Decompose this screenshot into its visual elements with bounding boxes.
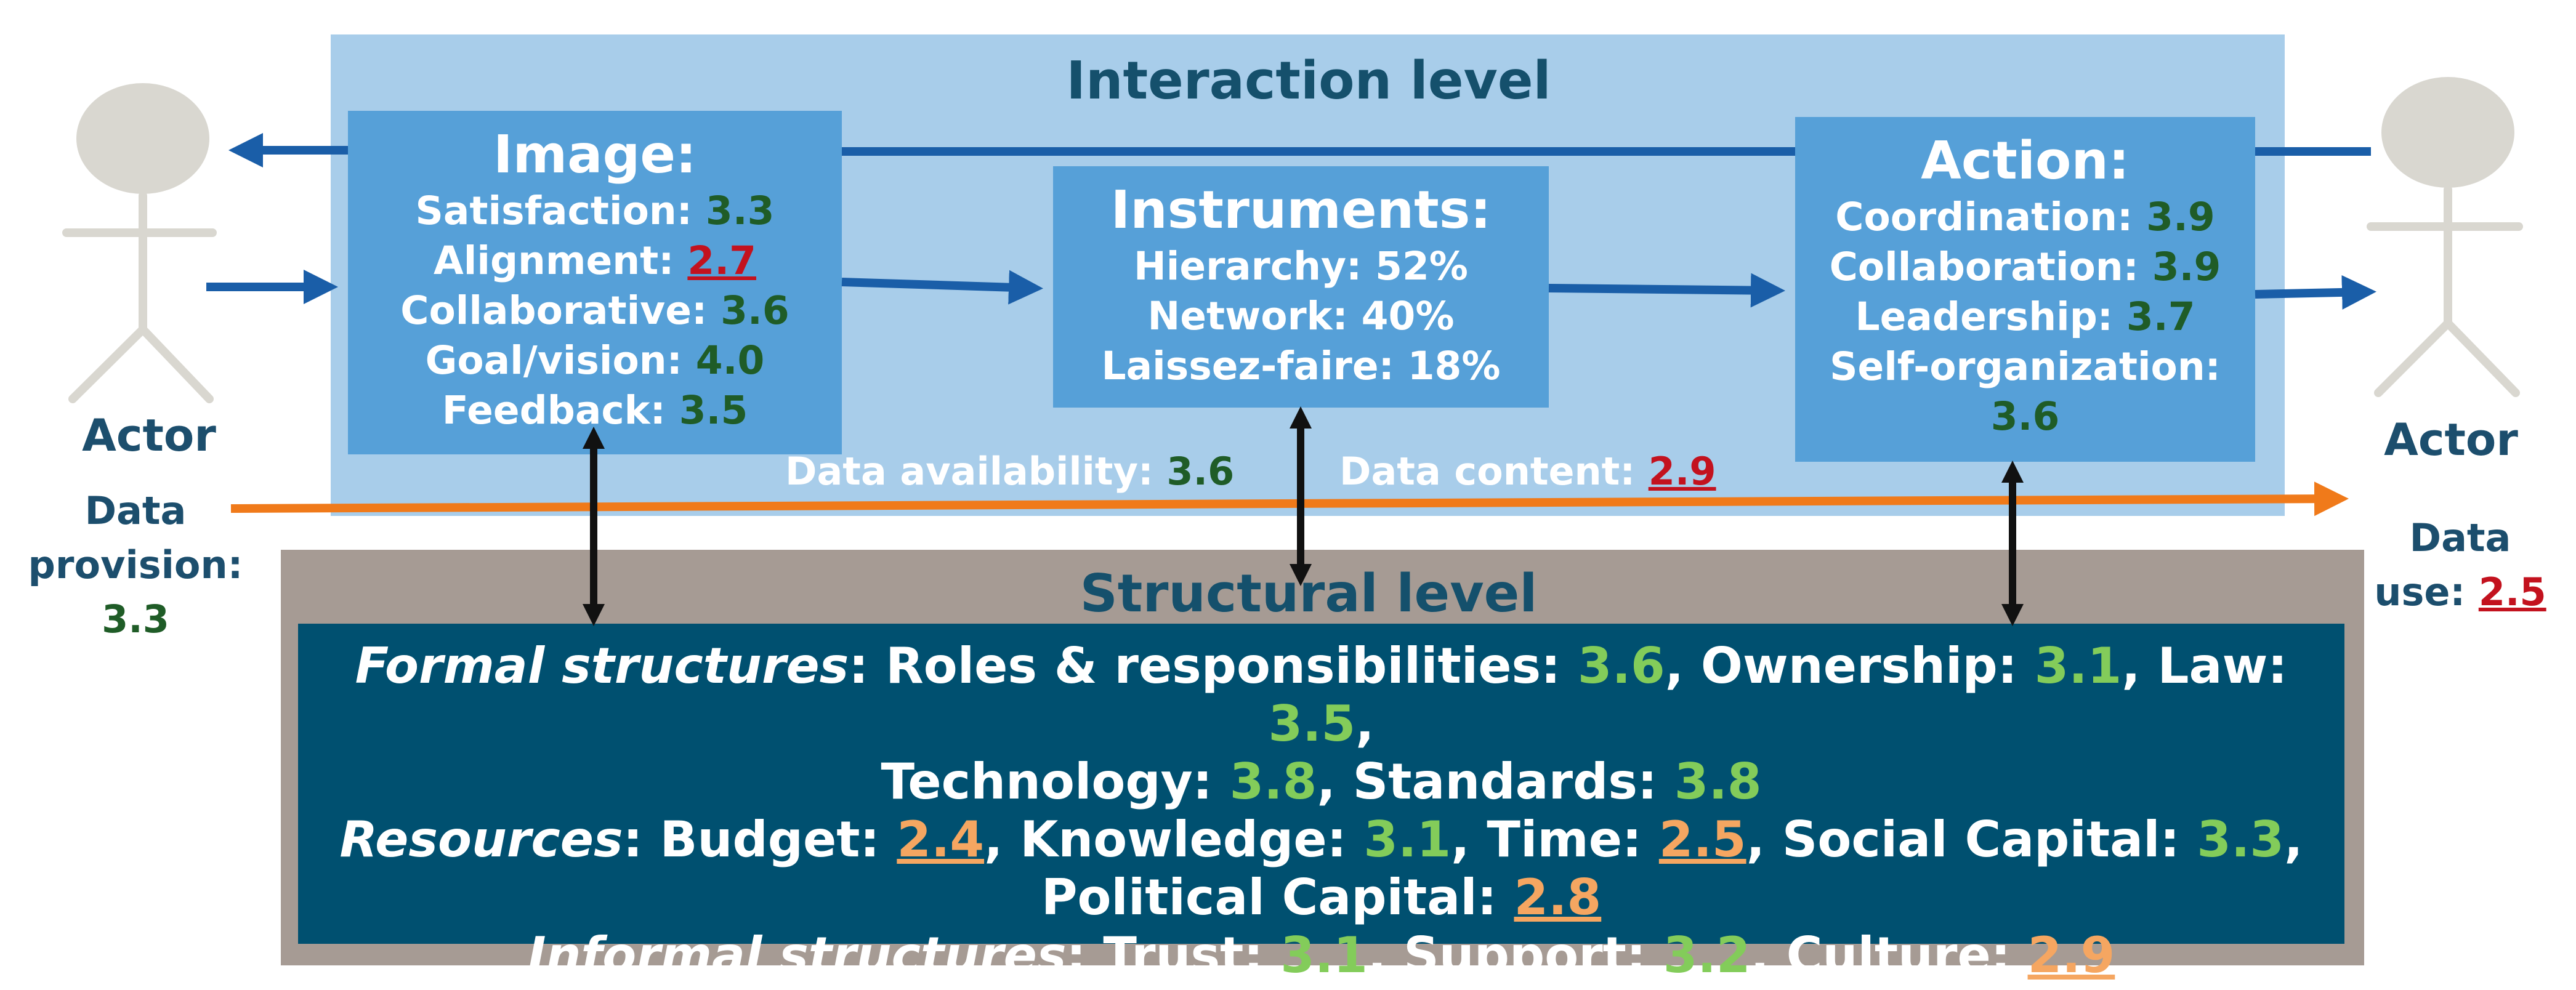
instruments-item-network: Network: 40% <box>1147 294 1455 339</box>
data-provision-label: Data provision: 3.3 <box>28 488 243 642</box>
action-item-self-organization: Self-organization: <box>1830 344 2221 389</box>
right-actor-label: Actor <box>2384 414 2518 465</box>
image-item-collaborative: Collaborative: 3.6 <box>400 288 789 333</box>
action-item-self-organization-value: 3.6 <box>1990 394 2060 439</box>
structural-content: Formal structures: Roles & responsibilit… <box>298 637 2344 984</box>
image-item-goal-vision: Goal/vision: 4.0 <box>425 338 765 383</box>
data-use-label: Data use: 2.5 <box>2374 515 2546 614</box>
action-item-leadership: Leadership: 3.7 <box>1855 294 2195 339</box>
resources-line-2: Political Capital: 2.8 <box>1041 869 1602 926</box>
arrow-image-to-instruments <box>841 270 1043 305</box>
formal-structures-line-1: Formal structures: Roles & responsibilit… <box>355 637 2288 752</box>
instruments-item-hierarchy: Hierarchy: 52% <box>1134 244 1468 289</box>
left-actor-label: Actor <box>82 409 216 461</box>
image-item-feedback: Feedback: 3.5 <box>442 388 748 433</box>
data-flow-arrow <box>230 481 2349 517</box>
image-item-alignment: Alignment: 2.7 <box>434 238 756 283</box>
arrow-instruments-to-action <box>1548 273 1785 308</box>
action-box: Action: Coordination: 3.9 Collaboration:… <box>1795 117 2255 462</box>
action-item-coordination: Coordination: 3.9 <box>1835 195 2215 239</box>
formal-structures-line-2: Technology: 3.8, Standards: 3.8 <box>881 753 1762 810</box>
interaction-level-title: Interaction level <box>1066 50 1551 111</box>
instruments-box: Instruments: Hierarchy: 52% Network: 40%… <box>1053 166 1549 408</box>
stick-figure-icon <box>2367 77 2523 397</box>
image-box: Image: Satisfaction: 3.3 Alignment: 2.7 … <box>348 111 842 454</box>
data-availability: Data availability: 3.6 <box>785 449 1235 494</box>
arrow-action-to-actor <box>2255 275 2376 310</box>
informal-structures-line: Informal structures: Trust: 3.1, Support… <box>527 927 2115 984</box>
image-item-satisfaction: Satisfaction: 3.3 <box>415 188 775 233</box>
stick-figure-icon <box>62 83 217 403</box>
resources-line-1: Resources: Budget: 2.4, Knowledge: 3.1, … <box>339 811 2303 868</box>
structural-content-panel <box>298 624 2344 944</box>
instruments-item-laissez-faire: Laissez-faire: 18% <box>1101 344 1501 388</box>
instruments-title: Instruments: <box>1110 180 1492 241</box>
image-title: Image: <box>493 124 697 185</box>
action-title: Action: <box>1921 131 2130 191</box>
action-item-collaboration: Collaboration: 3.9 <box>1829 244 2221 289</box>
data-content: Data content: 2.9 <box>1339 449 1716 494</box>
